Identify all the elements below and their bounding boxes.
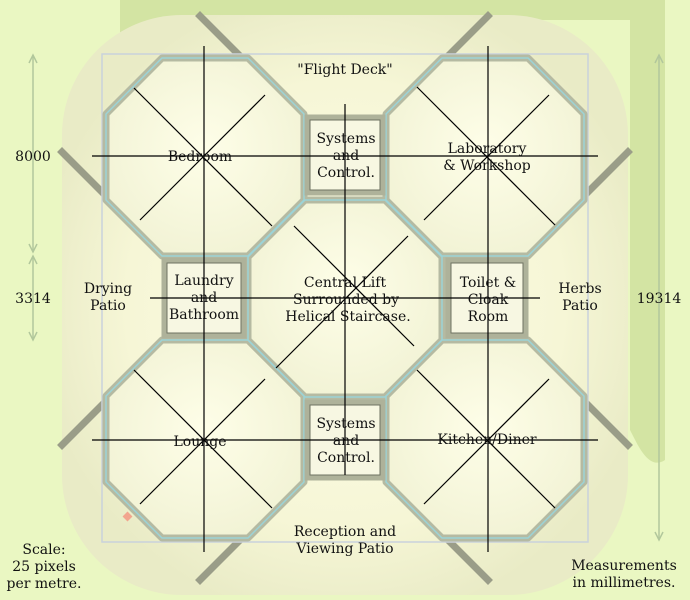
label-reception-1: Reception and	[294, 524, 396, 540]
label-laboratory-2: & Workshop	[443, 158, 531, 174]
label-kitchen: Kitchen/Diner	[437, 432, 536, 448]
label-toilet-2: Cloak	[468, 292, 509, 308]
dimension-19314: 19314	[637, 291, 682, 307]
label-flight-deck: "Flight Deck"	[297, 62, 392, 78]
scale-marker	[122, 511, 133, 522]
label-toilet-1: Toilet &	[460, 275, 516, 291]
dimension-8000: 8000	[15, 149, 51, 165]
label-lounge: Lounge	[173, 434, 226, 450]
label-toilet-3: Room	[468, 309, 509, 325]
label-drying-2: Patio	[90, 298, 126, 314]
label-systems-bottom-3: Control.	[317, 450, 375, 466]
scale-note-3: per metre.	[6, 576, 81, 592]
dimension-labels: 8000 3314 19314	[15, 149, 681, 307]
label-central-1: Central Lift	[304, 275, 387, 291]
label-central-3: Helical Staircase.	[285, 309, 410, 325]
notes: Scale: 25 pixels per metre. Measurements…	[6, 542, 676, 592]
glazing	[105, 57, 585, 539]
measurement-note-1: Measurements	[571, 558, 677, 574]
label-systems-bottom-2: and	[333, 433, 359, 449]
measurement-note-2: in millimetres.	[573, 575, 676, 591]
label-systems-bottom-1: Systems	[316, 416, 375, 432]
label-systems-top-2: and	[333, 148, 359, 164]
label-central-2: Surrounded by	[293, 292, 399, 308]
label-reception-2: Viewing Patio	[295, 541, 393, 557]
dimension-arrows	[28, 53, 664, 542]
dimension-3314: 3314	[15, 291, 51, 307]
label-systems-top-1: Systems	[316, 131, 375, 147]
room-labels: "Flight Deck" Bedroom Laboratory & Works…	[84, 62, 602, 557]
label-laboratory-1: Laboratory	[448, 141, 527, 157]
structure-outline	[101, 53, 589, 543]
label-laundry-2: and	[191, 290, 217, 306]
scale-note-2: 25 pixels	[12, 559, 76, 575]
label-laundry-3: Bathroom	[169, 307, 239, 323]
construction-lines	[92, 46, 598, 552]
label-bedroom: Bedroom	[168, 149, 232, 165]
label-herbs-1: Herbs	[558, 281, 601, 297]
label-laundry-1: Laundry	[174, 273, 233, 289]
scale-note-1: Scale:	[22, 542, 65, 558]
label-drying-1: Drying	[84, 281, 132, 297]
label-herbs-2: Patio	[562, 298, 598, 314]
label-systems-top-3: Control.	[317, 165, 375, 181]
